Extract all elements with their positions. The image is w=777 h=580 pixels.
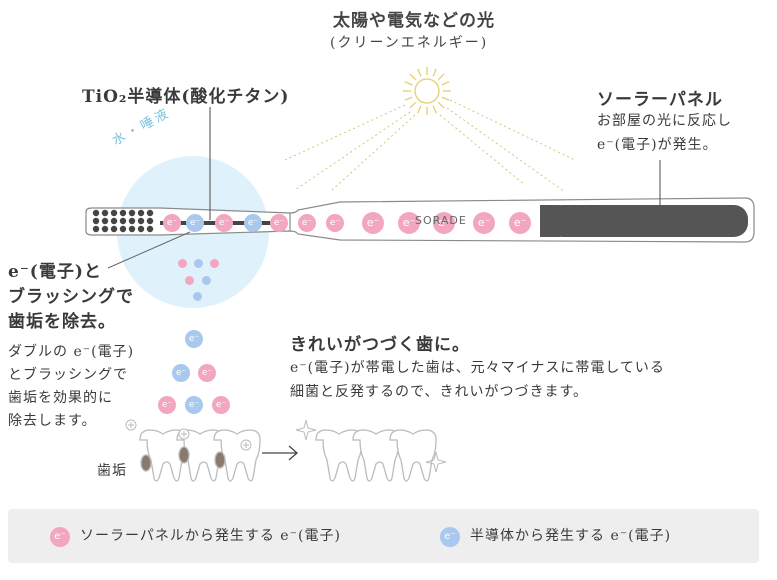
bristle	[111, 218, 117, 224]
semiconductor-electron-icon: e⁻	[244, 214, 262, 232]
bristle	[120, 226, 126, 232]
semiconductor-electron-icon	[194, 259, 203, 268]
solar-panel-desc-1: お部屋の光に反応し	[597, 110, 732, 133]
semiconductor-electron-icon: e⁻	[172, 364, 190, 382]
solar-electron-icon: e⁻	[212, 396, 230, 414]
bristle	[93, 210, 99, 216]
teeth-dirty	[140, 430, 260, 481]
solar-electron-icon: e⁻	[298, 214, 316, 232]
bristle	[138, 226, 144, 232]
semiconductor-electron-icon: e⁻	[186, 214, 204, 232]
bristle	[102, 218, 108, 224]
tio2-label: TiO₂半導体(酸化チタン)	[82, 82, 289, 107]
plaque-label: 歯垢	[97, 460, 127, 483]
left-callout-3: 歯垢を除去。	[8, 307, 116, 332]
clean-title: きれいがつづく歯に。	[290, 330, 470, 355]
double-callout-4: 除去します。	[8, 410, 97, 433]
solar-electron-icon	[185, 276, 194, 285]
clean-desc-1: e⁻(電子)が帯電した歯は、元々マイナスに帯電している	[290, 357, 665, 380]
solar-panel-title: ソーラーパネル	[597, 85, 723, 110]
plaque-spot	[179, 447, 189, 463]
solar-electron-icon	[178, 259, 187, 268]
bristle	[138, 218, 144, 224]
semiconductor-electron-icon: e⁻	[185, 330, 203, 348]
left-callout-2: ブラッシングで	[8, 282, 134, 307]
bristle	[102, 210, 108, 216]
solar-electron-icon: e⁻	[362, 212, 384, 234]
plaque-spot	[141, 455, 151, 471]
double-callout-2: とブラッシングで	[8, 364, 128, 387]
legend-blue-electron-icon: e⁻	[440, 527, 460, 547]
solar-electron-icon: e⁻	[215, 214, 233, 232]
brand-logo: SORADE	[415, 214, 467, 227]
solar-electron-icon: e⁻	[158, 396, 176, 414]
double-callout-3: 歯垢を効果的に	[8, 387, 113, 410]
left-callout-1: e⁻(電子)と	[8, 257, 102, 282]
semiconductor-electron-icon	[193, 292, 202, 301]
bristle	[129, 210, 135, 216]
clean-desc-2: 細菌と反発するので、きれいがつづきます。	[290, 381, 588, 404]
solar-electron-icon: e⁻	[198, 364, 216, 382]
sun-icon	[403, 67, 451, 115]
legend-pink-label: ソーラーパネルから発生する e⁻(電子)	[80, 525, 341, 548]
double-callout-1: ダブルの e⁻(電子)	[8, 341, 134, 364]
teeth-clean	[316, 430, 436, 481]
bristle	[120, 210, 126, 216]
solar-panel	[548, 205, 748, 237]
light-rays	[285, 100, 575, 192]
bristle	[129, 226, 135, 232]
bristle	[111, 210, 117, 216]
bristle	[93, 218, 99, 224]
plaque-spot	[215, 452, 225, 468]
solar-panel-desc-2: e⁻(電子)が発生。	[597, 134, 718, 157]
bristle	[147, 218, 153, 224]
semiconductor-electron-icon	[202, 276, 211, 285]
solar-electron-icon: e⁻	[326, 214, 344, 232]
solar-electron-icon	[210, 259, 219, 268]
solar-electron-icon: e⁻	[473, 212, 495, 234]
bristles	[93, 210, 153, 232]
solar-electron-icon: e⁻	[509, 212, 531, 234]
bristle	[111, 226, 117, 232]
solar-electron-icon: e⁻	[270, 214, 288, 232]
bristle	[102, 226, 108, 232]
bristle	[120, 218, 126, 224]
light-subtitle: (クリーンエネルギー)	[330, 32, 488, 52]
bristle	[93, 226, 99, 232]
bristle	[138, 210, 144, 216]
semiconductor-electron-icon: e⁻	[185, 396, 203, 414]
solar-electron-icon: e⁻	[163, 214, 181, 232]
bristle	[147, 226, 153, 232]
light-title: 太陽や電気などの光	[333, 6, 495, 31]
bristle	[129, 218, 135, 224]
legend-pink-electron-icon: e⁻	[50, 527, 70, 547]
legend: e⁻ ソーラーパネルから発生する e⁻(電子) e⁻ 半導体から発生する e⁻(…	[8, 509, 759, 563]
bristle	[147, 210, 153, 216]
legend-blue-label: 半導体から発生する e⁻(電子)	[470, 525, 671, 548]
arrow-icon	[262, 446, 297, 460]
